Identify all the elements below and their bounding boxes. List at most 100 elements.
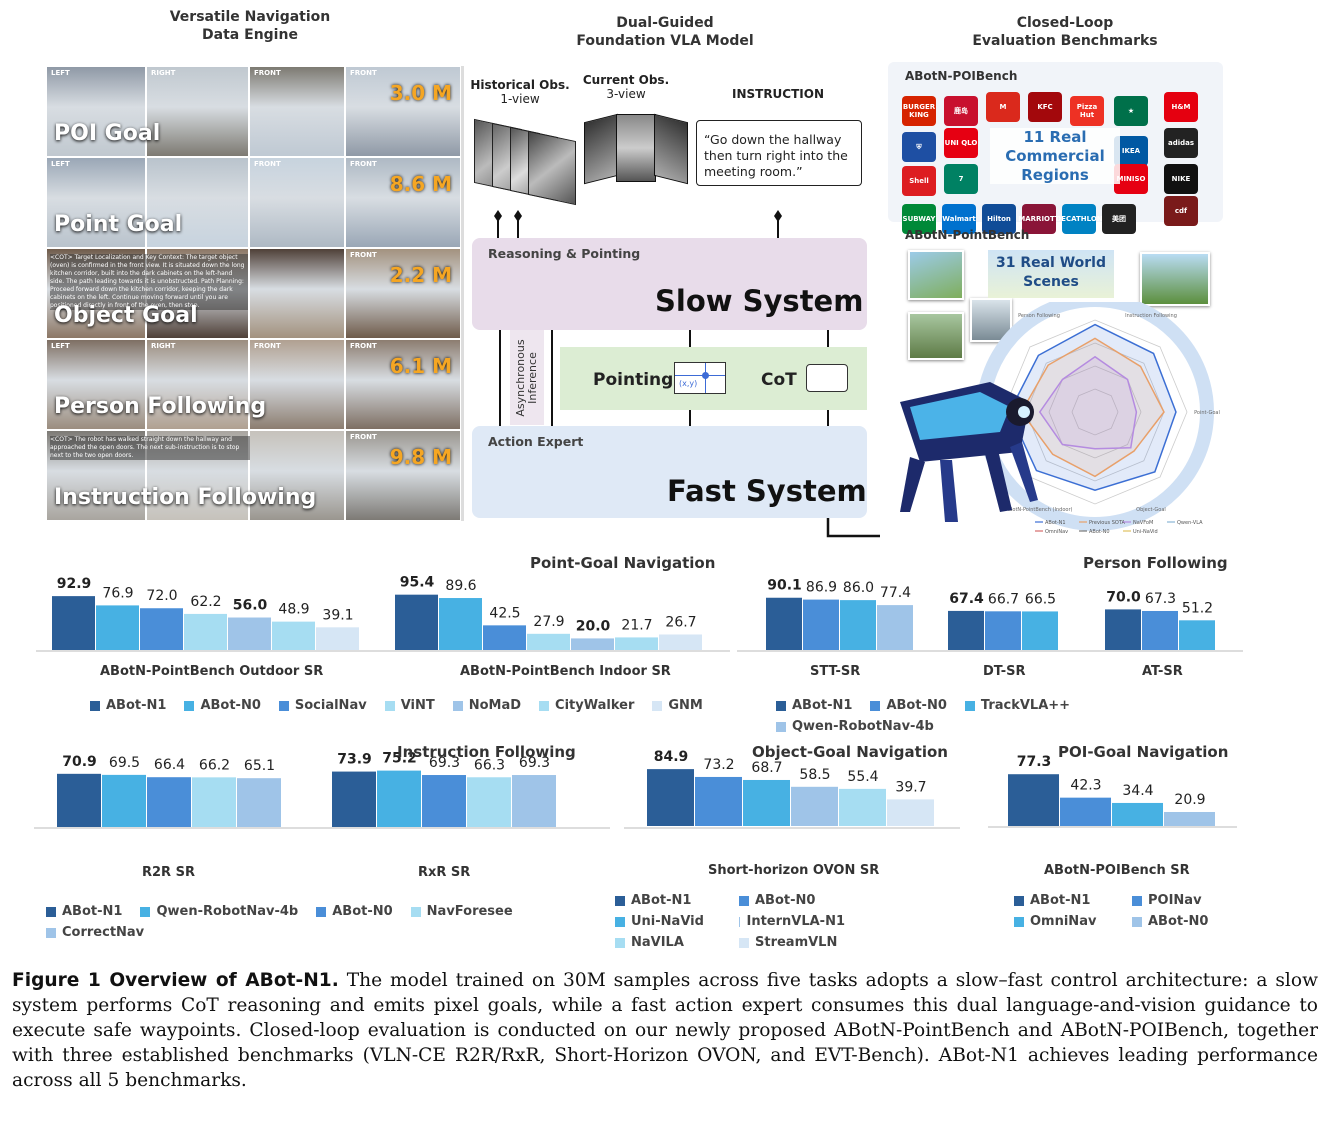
legend-swatch: [615, 895, 625, 906]
bar: [422, 775, 466, 827]
bar: [1142, 610, 1178, 650]
poibench-label: ABotN-POIBench: [905, 69, 1018, 83]
bar-value-label: 69.3: [519, 755, 550, 771]
legend-swatch: [652, 700, 663, 711]
brand-logo: 美团: [1102, 204, 1136, 234]
legend-label: NoMaD: [468, 698, 522, 713]
legend-label: NaVILA: [631, 935, 684, 950]
radar-axis-label: Object-Goal: [1136, 507, 1166, 513]
bar-value-label: 67.3: [1145, 591, 1176, 607]
bar: [839, 788, 886, 826]
legend-label: TrackVLA++: [980, 698, 1071, 713]
bar-value-label: 84.9: [654, 749, 689, 765]
bar: [615, 637, 658, 650]
bar: [948, 610, 984, 650]
chart-title-point-goal: Point-Goal Navigation: [530, 554, 716, 572]
radar-legend-label: ABot-N1: [1045, 520, 1066, 526]
bar-value-label: 66.5: [1025, 591, 1056, 607]
regions-line3: Regions: [1021, 166, 1089, 184]
legend-item: Uni-NaVid: [615, 914, 721, 929]
radar-legend-label: Qwen-VLA: [1177, 520, 1203, 526]
task-label: POI Goal: [54, 121, 161, 146]
scene-photo-2: [908, 312, 964, 360]
brand-logo: cdf: [1164, 196, 1198, 226]
legend-item: GNM: [652, 698, 703, 713]
legend-swatch: [316, 906, 327, 917]
figure-label: Figure 1 Overview of ABot-N1.: [12, 970, 339, 991]
label-poibench-sr: ABotN-POIBench SR: [1044, 863, 1190, 878]
fast-system-box: [472, 426, 867, 518]
bar-value-label: 20.0: [576, 618, 611, 634]
legend-label: StreamVLN: [755, 935, 838, 950]
legend-swatch: [615, 937, 625, 948]
brand-logo: MARRIOTT: [1018, 204, 1060, 234]
reasoning-pointing-label: Reasoning & Pointing: [488, 246, 641, 261]
legend-swatch: [46, 906, 56, 917]
legend-item: TrackVLA++: [964, 698, 1071, 713]
regions-card: 11 Real Commercial Regions: [990, 128, 1120, 184]
radar-grid: [1071, 388, 1119, 436]
bar-value-label: 62.2: [190, 594, 221, 610]
sample-count: 2.2 M: [389, 263, 452, 287]
brand-logo: 7: [944, 164, 978, 194]
view-tag: FRONT: [350, 251, 377, 259]
bar: [52, 596, 95, 650]
bar: [803, 599, 839, 650]
bar-value-label: 76.9: [102, 585, 133, 601]
bar: [140, 608, 183, 650]
bar: [985, 611, 1021, 650]
legend-item: ABot-N1: [1014, 893, 1114, 908]
bar: [377, 770, 421, 827]
legend-item: SocialNav: [278, 698, 367, 713]
legend-label: ABot-N0: [886, 698, 947, 713]
engine-tile: LEFT: [46, 339, 146, 430]
task-label: Point Goal: [54, 212, 183, 237]
legend-item: CorrectNav: [46, 925, 144, 940]
bar: [527, 633, 570, 650]
current-obs-label: Current Obs. 3-view: [578, 73, 674, 101]
brand-logo: BURGER KING: [902, 96, 936, 126]
speech-bubble-icon: [806, 364, 848, 392]
bar: [1179, 620, 1215, 650]
cot-overlay-text: <COT> Target Localization and Key Contex…: [50, 254, 248, 310]
bar-value-label: 86.9: [806, 580, 837, 596]
bar: [57, 773, 101, 827]
legend-item: NavForesee: [410, 904, 513, 919]
bar: [483, 625, 526, 650]
cot-label: CoT: [761, 370, 797, 390]
vla-title-line2: Foundation VLA Model: [576, 33, 754, 49]
bar-value-label: 34.4: [1122, 783, 1153, 799]
bar: [766, 597, 802, 650]
legend-label: CityWalker: [555, 698, 635, 713]
bar-value-label: 20.9: [1174, 792, 1205, 808]
bar-value-label: 65.1: [244, 758, 275, 774]
bar: [1105, 609, 1141, 650]
view-tag: FRONT: [254, 69, 281, 77]
brand-logo: Hilton: [982, 204, 1016, 234]
view-tag: RIGHT: [151, 342, 176, 350]
legend-label: ABot-N1: [1030, 893, 1091, 908]
view-tag: FRONT: [350, 433, 377, 441]
legend-label: GNM: [668, 698, 703, 713]
cot-overlay-text: <COT> The robot has walked straight down…: [50, 436, 250, 460]
radar-legend-label: Previous SOTA: [1089, 520, 1125, 526]
legend-label: ABot-N0: [755, 893, 816, 908]
legend-label: NavForesee: [426, 904, 513, 919]
brand-logo: 鹿岛: [944, 96, 978, 126]
legend-label: ABot-N1: [631, 893, 692, 908]
scene-photo-4: [1140, 252, 1210, 306]
brand-logo: DECATHLON: [1055, 204, 1103, 234]
legend-label: ABot-N1: [62, 904, 123, 919]
legend-swatch: [140, 906, 151, 917]
legend-label: ABot-N0: [332, 904, 393, 919]
instruction-bubble: [696, 120, 862, 186]
legend-swatch: [452, 700, 463, 711]
view-tag: LEFT: [51, 342, 70, 350]
bar-value-label: 75.2: [382, 751, 417, 767]
